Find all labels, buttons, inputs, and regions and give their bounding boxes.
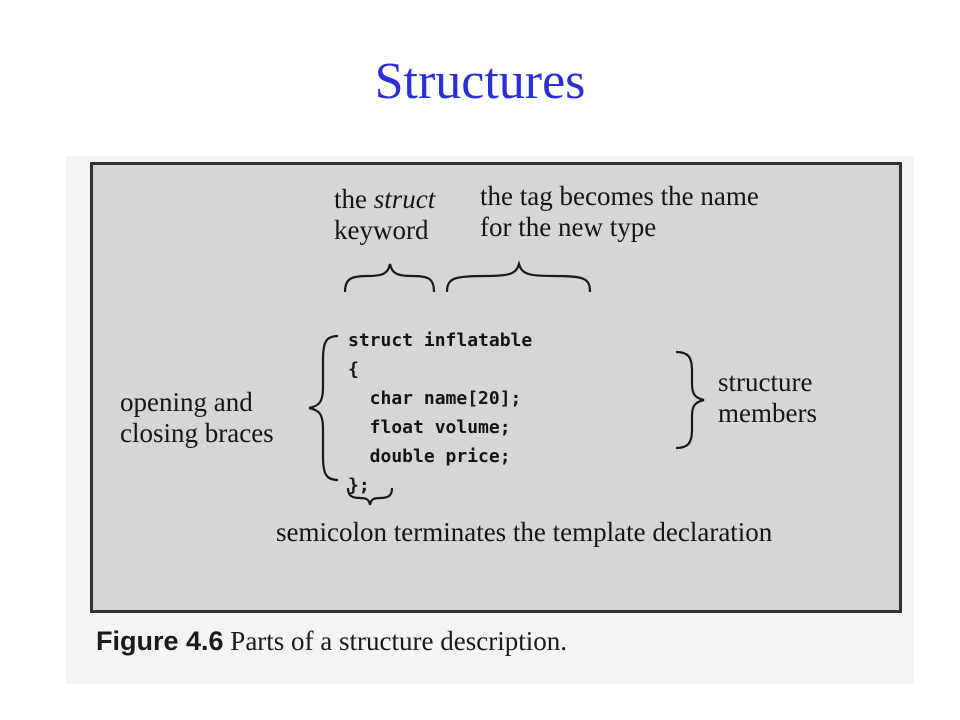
label-braces-line1: opening and xyxy=(120,387,253,417)
label-struct-keyword: the struct keyword xyxy=(334,184,435,246)
label-braces: opening and closing braces xyxy=(120,387,274,449)
label-struct-keyword-em: struct xyxy=(373,184,436,214)
label-struct-keyword-line2: keyword xyxy=(334,215,429,245)
label-tag-name-line1: the tag becomes the name xyxy=(480,181,759,211)
figure-caption-text: Parts of a structure description. xyxy=(223,626,567,656)
label-braces-line2: closing braces xyxy=(120,418,274,448)
label-members-line2: members xyxy=(718,398,817,428)
code-line: }; xyxy=(348,475,370,496)
label-members-line1: structure xyxy=(718,367,813,397)
code-line: { xyxy=(348,359,359,380)
figure-caption: Figure 4.6 Parts of a structure descript… xyxy=(96,626,567,657)
figure-caption-number: Figure 4.6 xyxy=(96,626,224,656)
code-line: double price; xyxy=(348,446,511,467)
label-semicolon: semicolon terminates the template declar… xyxy=(276,517,773,547)
label-struct-keyword-prefix: the xyxy=(334,184,374,214)
label-members: structure members xyxy=(718,367,817,429)
label-tag-name-line2: for the new type xyxy=(480,212,657,242)
code-line: char name[20]; xyxy=(348,388,522,409)
figure-box xyxy=(90,162,902,613)
slide-title: Structures xyxy=(374,53,586,110)
code-block: struct inflatable { char name[20]; float … xyxy=(348,297,532,529)
code-line: struct inflatable xyxy=(348,330,533,351)
code-line: float volume; xyxy=(348,417,511,438)
label-tag-name: the tag becomes the name for the new typ… xyxy=(480,181,759,243)
